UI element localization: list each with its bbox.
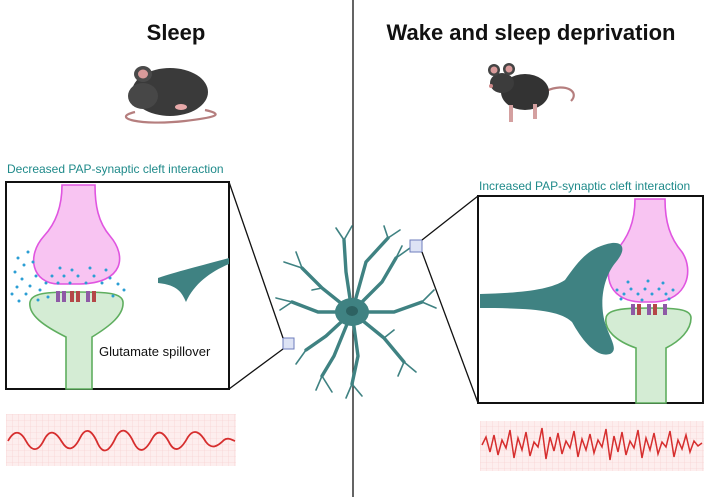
right-astrocyte-process bbox=[480, 242, 623, 355]
right-caption: Increased PAP-synaptic cleft interaction bbox=[479, 179, 690, 193]
sleep-title: Sleep bbox=[147, 20, 206, 45]
left-magnifier-box-icon bbox=[282, 337, 295, 350]
astrocyte-icon bbox=[275, 225, 437, 399]
right-zoom-line-top bbox=[421, 195, 479, 241]
left-astrocyte-process bbox=[158, 258, 229, 302]
wake-title: Wake and sleep deprivation bbox=[387, 20, 676, 45]
left-glutamate-dots bbox=[10, 250, 126, 303]
right-glutamate-dots bbox=[615, 279, 675, 302]
left-presynaptic-terminal bbox=[33, 184, 121, 285]
left-caption: Decreased PAP-synaptic cleft interaction bbox=[7, 162, 224, 176]
left-zoom-panel: Glutamate spillover bbox=[5, 181, 230, 390]
sleep-eeg-trace bbox=[6, 414, 236, 466]
awake-mouse-icon bbox=[488, 63, 575, 122]
left-receptors bbox=[56, 291, 96, 302]
right-zoom-line-bottom bbox=[421, 251, 479, 404]
right-zoom-panel bbox=[477, 195, 704, 404]
right-receptors bbox=[631, 304, 667, 315]
right-presynaptic-terminal bbox=[607, 198, 689, 303]
right-magnifier-box-icon bbox=[409, 239, 423, 253]
wake-eeg-trace bbox=[480, 421, 704, 471]
left-zoom-line-bottom bbox=[228, 348, 284, 390]
sleeping-mouse-icon bbox=[124, 66, 217, 124]
glutamate-spillover-label: Glutamate spillover bbox=[99, 344, 211, 359]
left-zoom-line-top bbox=[228, 181, 284, 339]
